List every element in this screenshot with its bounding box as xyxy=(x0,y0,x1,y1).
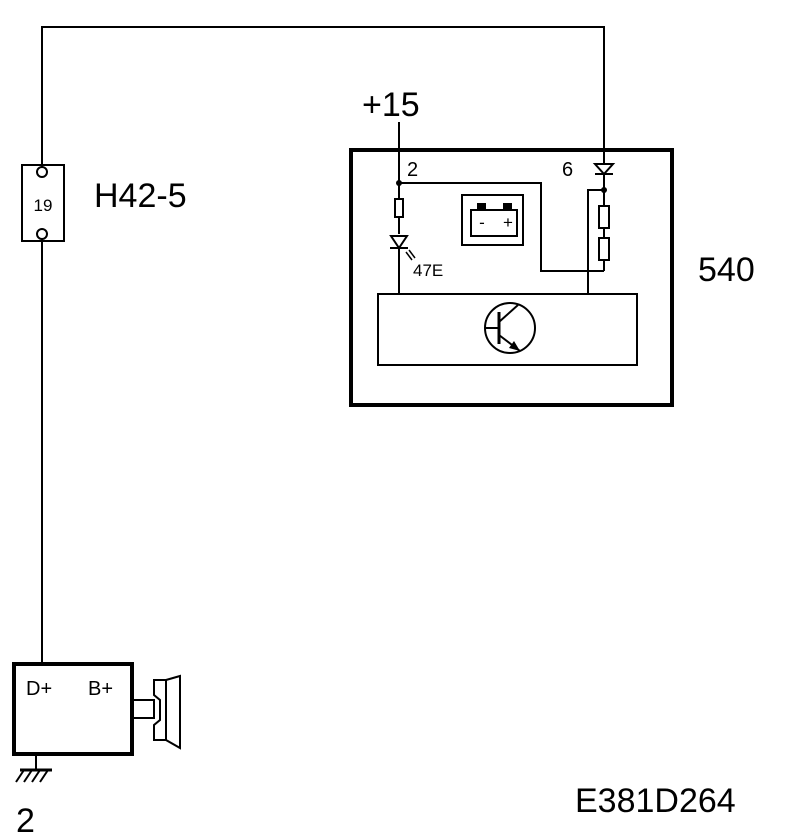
transistor-icon xyxy=(484,302,536,354)
battery-minus-label: - xyxy=(479,213,485,232)
resistor-pin-6-lower xyxy=(598,237,610,261)
diagram-code-label: E381D264 xyxy=(575,782,736,820)
driver-module xyxy=(377,293,638,366)
pin-2-label: 2 xyxy=(407,159,418,181)
resistor-pin-6-upper xyxy=(598,205,610,229)
ground-symbol xyxy=(15,754,52,783)
alternator-pulley xyxy=(153,679,167,741)
supply-label: +15 xyxy=(362,86,420,124)
battery-plus-label: + xyxy=(503,213,513,232)
alternator-b-plus-label: B+ xyxy=(88,678,113,700)
led-ref-label: 47E xyxy=(413,261,443,280)
unit-id-label: 540 xyxy=(698,251,755,289)
warning-led xyxy=(389,235,416,261)
connector-pin-label: 19 xyxy=(34,196,53,215)
alternator-d-plus-label: D+ xyxy=(26,678,52,700)
connector-h42-5: 19 xyxy=(21,164,65,242)
control-unit-540-frame xyxy=(349,148,674,407)
connector-id-label: H42-5 xyxy=(94,177,187,215)
battery-symbol: - + xyxy=(461,194,524,246)
ground-ref-label: 2 xyxy=(16,802,35,840)
wire-d-plus-to-pin-6 xyxy=(41,26,605,168)
wire-pin-2-to-pin-6-branch xyxy=(399,182,604,272)
pin-6-label: 6 xyxy=(562,159,573,181)
diode-pin-6 xyxy=(592,163,616,176)
alternator-shaft xyxy=(131,699,155,719)
alternator: D+ B+ xyxy=(12,662,181,756)
resistor-pin-2 xyxy=(394,198,404,218)
